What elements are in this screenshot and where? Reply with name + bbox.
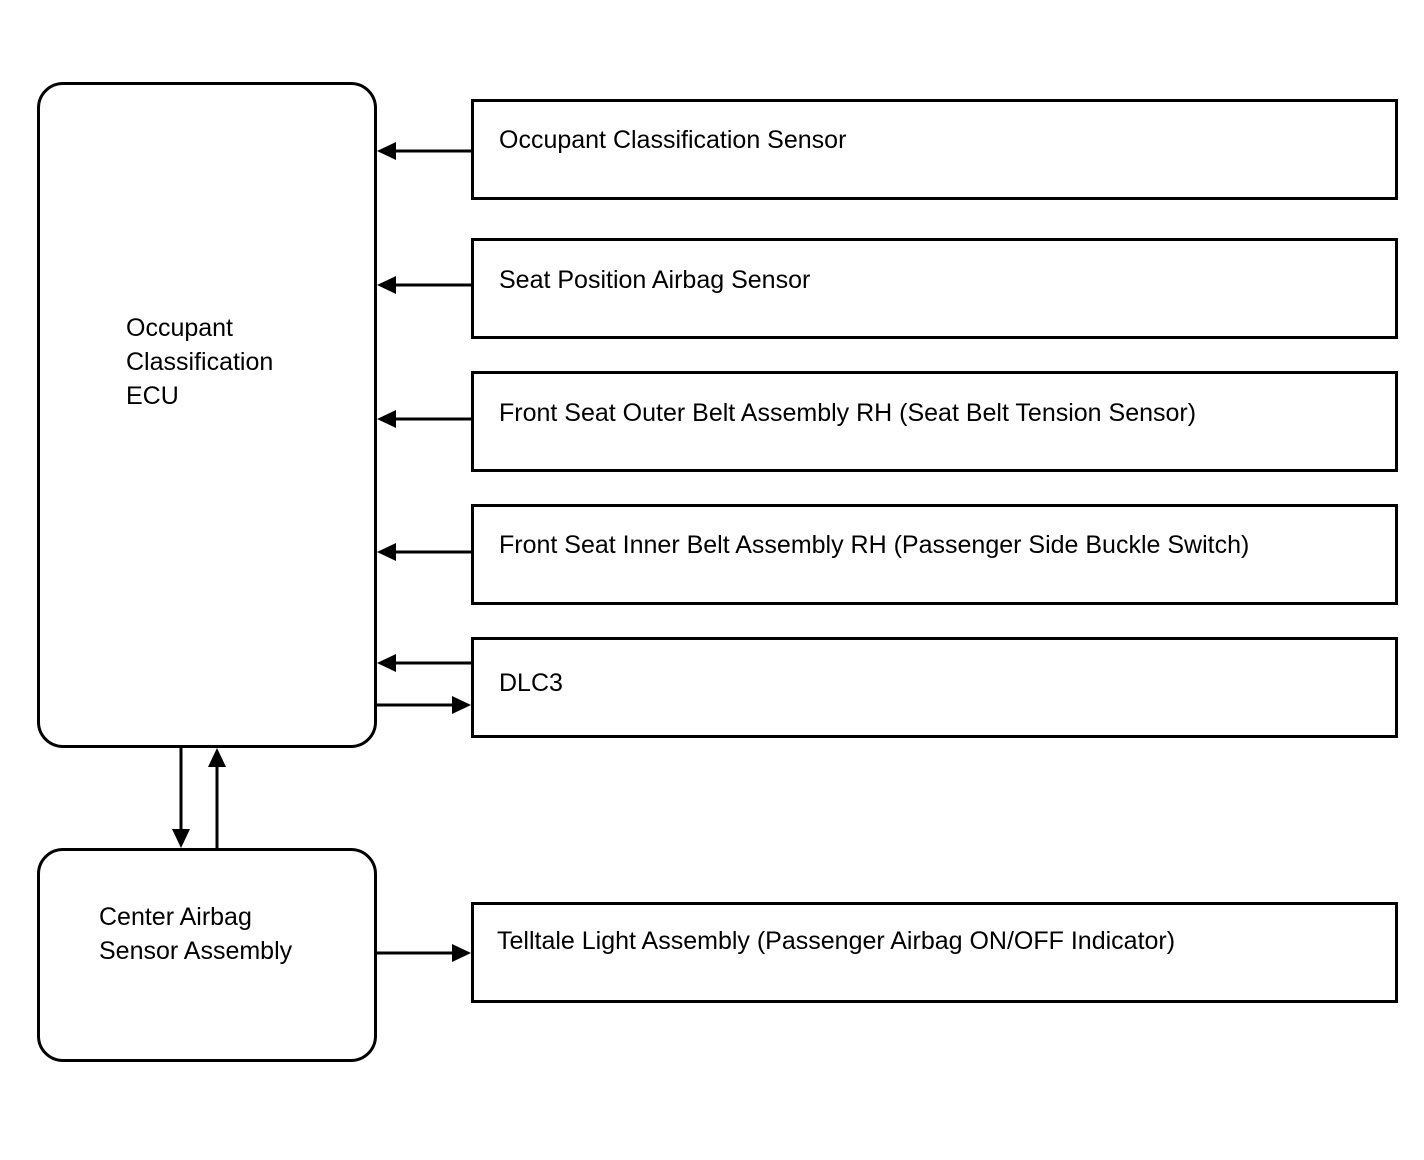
ecu-label: Occupant Classification ECU xyxy=(126,314,274,410)
center-airbag-sensor-block: Center Airbag Sensor Assembly xyxy=(37,848,377,1062)
arrowhead-left xyxy=(377,276,396,294)
seat-position-airbag-sensor-block: Seat Position Airbag Sensor xyxy=(471,238,1398,339)
buckle-switch-block: Front Seat Inner Belt Assembly RH (Passe… xyxy=(471,504,1398,605)
sensor-label: Occupant Classification Sensor xyxy=(499,126,847,154)
sensor-label: Front Seat Inner Belt Assembly RH (Passe… xyxy=(499,531,1250,559)
center-airbag-label: Center Airbag Sensor Assembly xyxy=(99,903,293,965)
arrowhead-left xyxy=(377,543,396,561)
sensor-label: Front Seat Outer Belt Assembly RH (Seat … xyxy=(499,399,1197,427)
seat-belt-tension-sensor-block: Front Seat Outer Belt Assembly RH (Seat … xyxy=(471,371,1398,472)
arrowhead-left xyxy=(377,654,396,672)
occupant-classification-sensor-block: Occupant Classification Sensor xyxy=(471,99,1398,200)
arrowhead-right xyxy=(452,696,471,714)
occupant-classification-ecu-block: Occupant Classification ECU xyxy=(37,82,377,748)
arrowhead-left xyxy=(377,142,396,160)
sensor-label: Seat Position Airbag Sensor xyxy=(499,266,811,294)
dlc3-block: DLC3 xyxy=(471,637,1398,738)
sensor-label: DLC3 xyxy=(499,669,563,697)
arrowhead-right xyxy=(452,944,471,962)
telltale-label: Telltale Light Assembly (Passenger Airba… xyxy=(497,927,1176,955)
arrowhead-up xyxy=(208,748,226,767)
telltale-light-block: Telltale Light Assembly (Passenger Airba… xyxy=(471,902,1398,1003)
arrowhead-down xyxy=(172,829,190,848)
arrowhead-left xyxy=(377,410,396,428)
